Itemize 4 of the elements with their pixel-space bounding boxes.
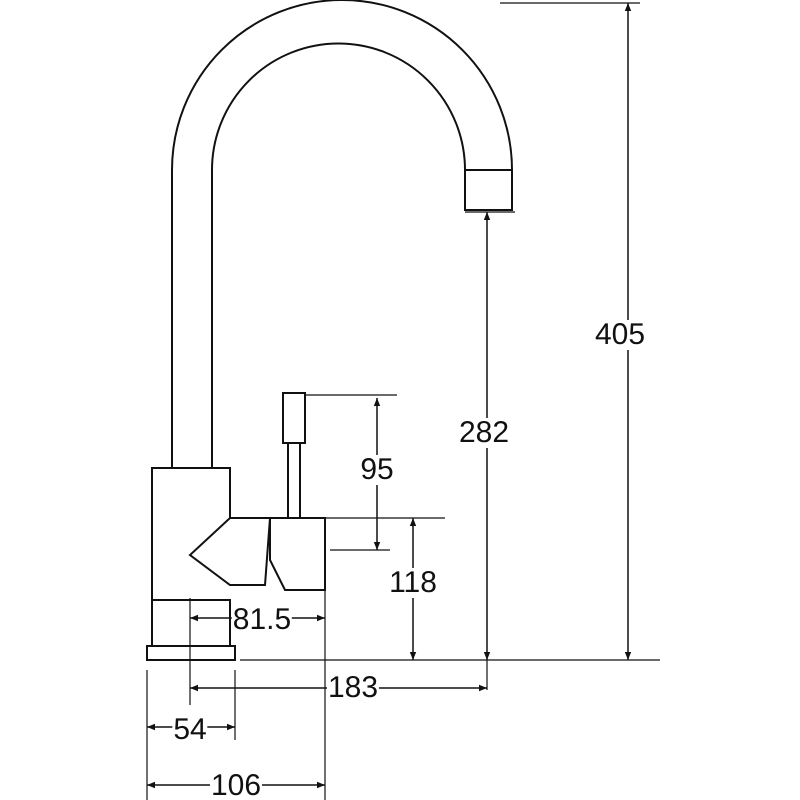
dimension-value: 282 — [458, 418, 510, 448]
dimension-value: 95 — [359, 455, 395, 485]
dimension-value: 118 — [388, 568, 438, 598]
dimension-value: 405 — [594, 320, 646, 350]
